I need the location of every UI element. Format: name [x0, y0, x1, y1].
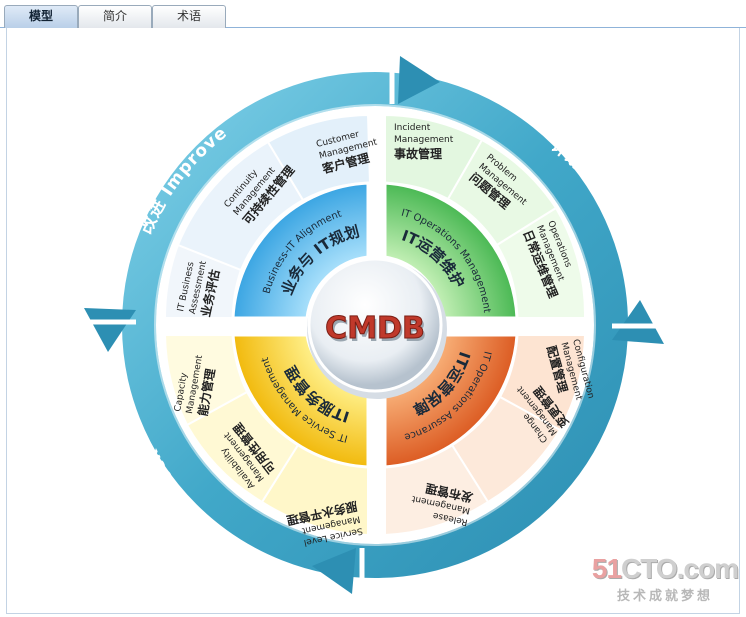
tab-model[interactable]: 模型 — [4, 5, 78, 28]
quadrant-operations-mgmt — [383, 181, 519, 320]
arrow-plan-do — [612, 300, 664, 344]
segment-customer — [266, 113, 372, 202]
watermark-logo: 51CTO.com — [591, 553, 739, 584]
pdca-ring — [84, 56, 664, 594]
process-en: Incident — [394, 123, 431, 133]
segment-operations — [495, 206, 587, 319]
watermark: 51CTO.com 技术成就梦想 — [591, 553, 739, 604]
quadrant-alignment — [231, 181, 370, 320]
arrow-do-check — [312, 548, 356, 594]
cmdb-label: CMDB — [327, 314, 427, 349]
process-incident: Incident Management 事故管理 — [394, 123, 454, 161]
tab-intro[interactable]: 简介 — [78, 5, 152, 28]
tab-label: 模型 — [28, 9, 53, 23]
watermark-slogan: 技术成就梦想 — [616, 589, 713, 604]
process-en: Management — [394, 135, 454, 145]
segment-capacity — [163, 334, 249, 427]
arrow-check-improve — [84, 308, 136, 352]
tab-label: 术语 — [176, 9, 201, 23]
tab-glossary[interactable]: 术语 — [152, 5, 226, 28]
tab-label: 简介 — [102, 9, 127, 23]
process-cn: 事故管理 — [394, 146, 442, 161]
cmdb-center: CMDB CMDB — [307, 257, 447, 399]
tab-bar: 模型 简介 术语 — [0, 0, 746, 28]
arrow-improve-plan — [398, 56, 440, 104]
cmdb-label-front: CMDB — [325, 311, 425, 346]
process-segments — [163, 113, 587, 537]
